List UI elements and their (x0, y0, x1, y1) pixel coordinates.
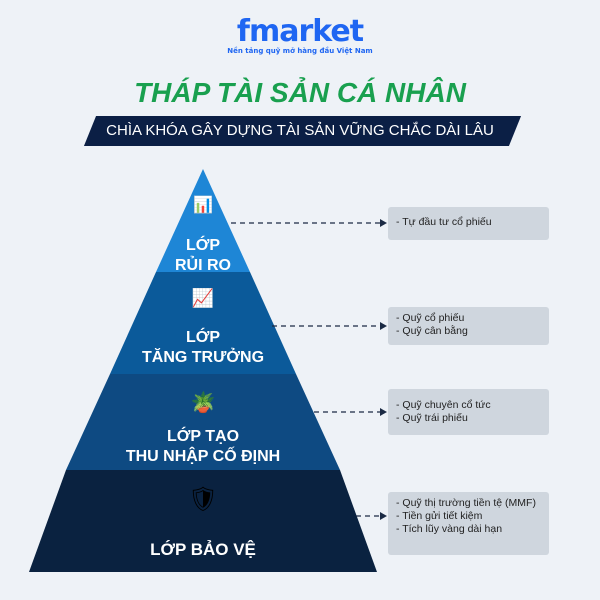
list-item: - Quỹ cân bằng (396, 325, 468, 337)
tagline: Nền tảng quỹ mở hàng đầu Việt Nam (227, 47, 373, 55)
list-item: - Quỹ chuyên cổ tức (396, 399, 491, 411)
income-details-box: - Quỹ chuyên cổ tức - Quỹ trái phiếu (388, 389, 549, 435)
shield-coin-icon: 🛡 (187, 485, 219, 513)
label-line: TĂNG TRƯỞNG (141, 349, 265, 366)
list-item: - Quỹ cổ phiếu (396, 312, 465, 324)
layer-growth (110, 272, 296, 374)
label-line: LỚP TẠO (166, 428, 240, 445)
page-title: THÁP TÀI SẢN CÁ NHÂN (134, 77, 466, 108)
layer-label-income: LỚP TẠO THU NHẬP CỐ ĐỊNH (73, 427, 333, 467)
list-item: - Quỹ thị trường tiền tệ (MMF) (396, 497, 536, 509)
money-plant-icon: 🪴 (190, 390, 216, 414)
label-line: LỚP (185, 237, 221, 254)
protection-details-box: - Quỹ thị trường tiền tệ (MMF) - Tiền gử… (388, 492, 549, 555)
layer-label-growth: LỚP TĂNG TRƯỞNG (73, 328, 333, 368)
list-item: - Tự đầu tư cổ phiếu (396, 216, 492, 228)
list-item: - Tiền gửi tiết kiệm (396, 510, 483, 522)
subtitle: CHÌA KHÓA GÂY DỰNG TÀI SẢN VỮNG CHẮC DÀI… (106, 122, 494, 139)
fmarket-logo: fmarket (236, 14, 364, 49)
label-line: LỚP BẢO VỆ (150, 540, 256, 559)
risk-details-box: - Tự đầu tư cổ phiếu (388, 207, 549, 240)
layer-label-risk: LỚP RỦI RO (73, 236, 333, 276)
label-line: LỚP (185, 329, 221, 346)
layer-protection (29, 470, 377, 572)
layer-label-protection: LỚP BẢO VỆ (73, 540, 333, 560)
candlestick-chart-icon: 📊 (193, 195, 213, 214)
label-line: THU NHẬP CỐ ĐỊNH (125, 448, 281, 465)
list-item: - Quỹ trái phiếu (396, 412, 468, 424)
layer-risk (156, 169, 250, 272)
layer-income (66, 374, 340, 470)
list-item: - Tích lũy vàng dài hạn (396, 523, 503, 535)
growth-arrow-icon: 📈 (191, 288, 215, 309)
growth-details-box: - Quỹ cổ phiếu - Quỹ cân bằng (388, 307, 549, 345)
label-line: RỦI RO (175, 257, 231, 274)
